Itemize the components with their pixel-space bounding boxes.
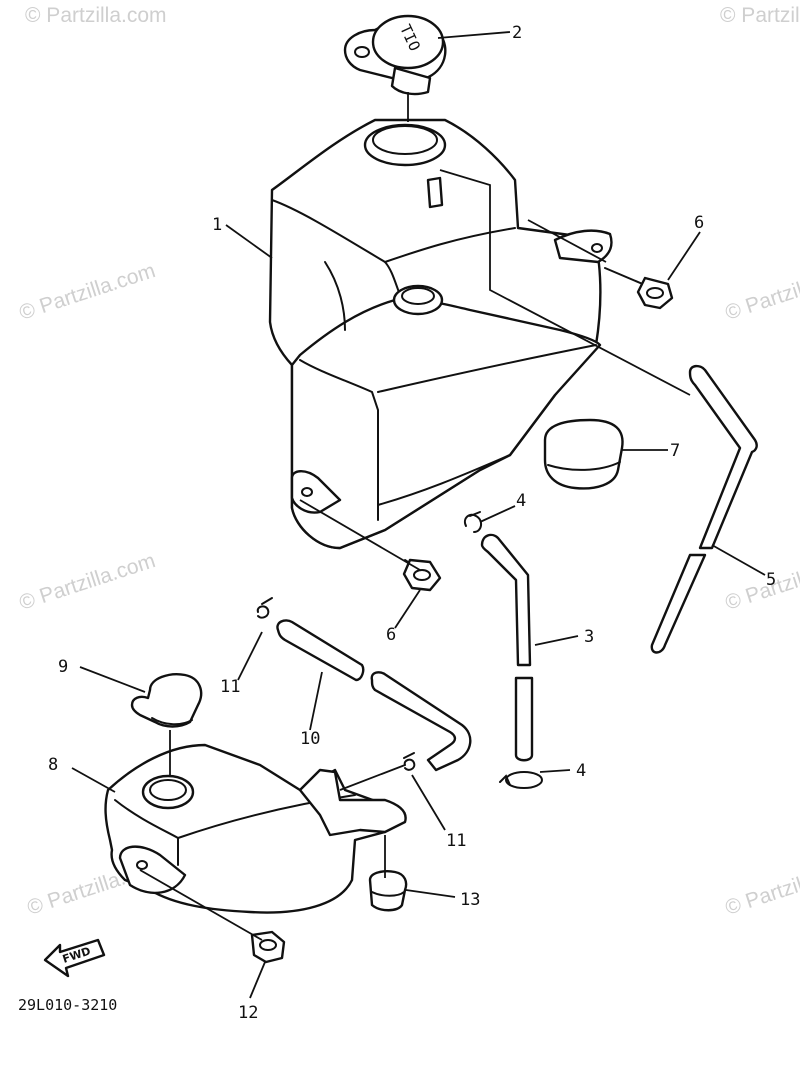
- callout-2: 2: [512, 23, 522, 43]
- callout-6: 6: [386, 625, 396, 645]
- watermark: © Partzilla.com: [16, 259, 158, 325]
- callout-3: 3: [584, 627, 594, 647]
- callout-5: 5: [766, 570, 776, 590]
- callout-12: 12: [238, 1003, 258, 1023]
- cap-9: [130, 673, 203, 728]
- hose-5: [650, 364, 758, 654]
- main-tank: [268, 118, 613, 550]
- callout-7: 7: [670, 441, 680, 461]
- clamp-4-upper: [464, 511, 482, 533]
- callout-10: 10: [300, 729, 320, 749]
- diagram-code: 29L010-3210: [18, 996, 117, 1014]
- fwd-arrow: FWD: [43, 938, 106, 978]
- watermark: © Partzilla.com: [722, 854, 800, 920]
- clamp-11-lower: [403, 752, 416, 771]
- callout-6: 6: [694, 213, 704, 233]
- watermark: © Partzilla.com: [720, 4, 800, 27]
- callout-1: 1: [212, 215, 222, 235]
- cap-7: [543, 418, 624, 490]
- callouts: 2 1 6 7 4 5 3 6 9 11 10 8 4 11 13 12: [48, 23, 776, 1023]
- watermark: © Partzilla.com: [25, 4, 167, 27]
- hose-3: [480, 533, 534, 762]
- watermark: © Partzilla.com: [16, 549, 158, 615]
- callout-13: 13: [460, 890, 480, 910]
- clamp-4-lower: [499, 771, 543, 789]
- callout-11: 11: [446, 831, 466, 851]
- leader-lines: [71, 31, 766, 999]
- watermark: © Partzilla.com: [722, 549, 800, 615]
- callout-9: 9: [58, 657, 68, 677]
- grommet-13: [368, 870, 408, 912]
- callout-8: 8: [48, 755, 58, 775]
- clamp-11-upper: [256, 597, 273, 619]
- callout-11: 11: [220, 677, 240, 697]
- callout-4: 4: [516, 491, 526, 511]
- radiator-cap: TIO: [343, 14, 447, 96]
- watermark: © Partzilla.com: [722, 259, 800, 325]
- hose-10: [276, 619, 472, 772]
- reserve-tank: [104, 743, 407, 914]
- callout-4: 4: [576, 761, 586, 781]
- bolt-6-upper: [604, 267, 674, 310]
